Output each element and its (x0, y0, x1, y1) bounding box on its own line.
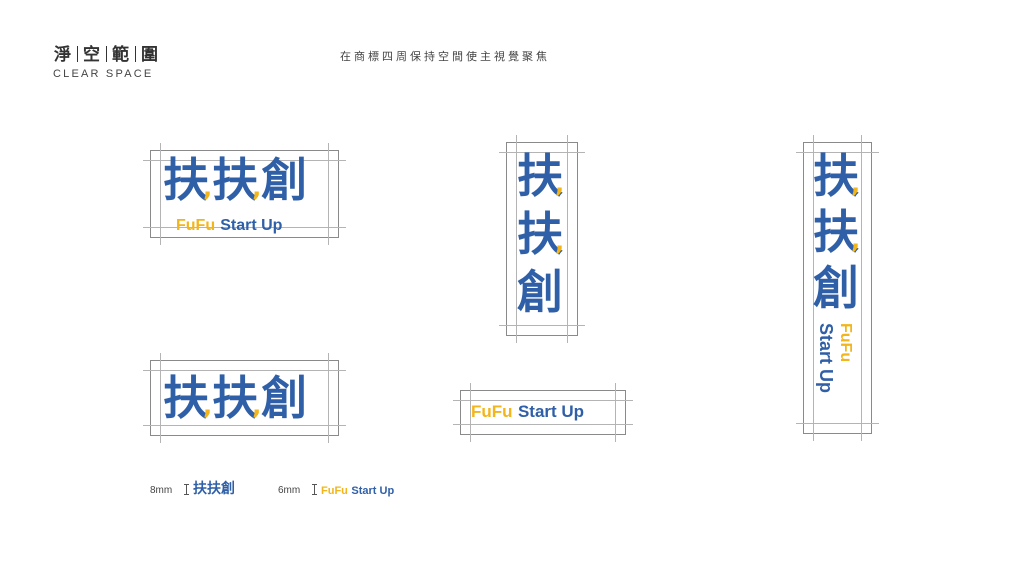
guide-line (143, 227, 346, 228)
guide-line (470, 383, 471, 442)
logo-start-up: Start Up (517, 402, 585, 421)
logo-chinese-vertical: 扶, 扶, 創 (517, 153, 564, 315)
logo-english: FuFu Start Up (471, 402, 584, 422)
logo-comma: , (555, 228, 565, 256)
logo-char-fu: 扶 (163, 371, 209, 425)
logo-comma: , (252, 174, 262, 202)
size-indicator-icon (312, 484, 317, 495)
logo-english: FuFu Start Up (176, 215, 282, 235)
page-subtitle: 在商標四周保持空間使主視覺聚焦 (340, 50, 550, 63)
guide-line (453, 400, 633, 401)
guide-line (143, 370, 346, 371)
logo-comma: , (252, 392, 262, 420)
min-size-logo-en: FuFu Start Up (321, 484, 394, 497)
guide-line (160, 353, 161, 443)
min-size-fufu: FuFu (321, 485, 348, 497)
logo-char-fu: 扶 (212, 371, 259, 425)
min-size-logo-text: 扶扶創 (193, 481, 235, 497)
logo-comma: , (203, 174, 213, 202)
logo-char-chuang: 創 (813, 261, 859, 315)
logo-char-fu: 扶 (517, 207, 563, 261)
logo-comma: , (851, 226, 861, 254)
logo-start-up: Start Up (816, 323, 836, 394)
clear-space-vertical-full: 扶, 扶, 創 FuFu Start Up (796, 135, 879, 441)
guide-line (160, 143, 161, 245)
title-char: 淨 (54, 45, 72, 65)
logo-chinese: 扶,扶,創 (163, 371, 307, 425)
guide-line (567, 135, 568, 343)
title-divider (135, 46, 136, 62)
min-size-label-cn: 8mm (150, 485, 173, 496)
logo-fufu: FuFu (471, 402, 513, 421)
guide-line (796, 423, 879, 424)
guide-line (328, 143, 329, 245)
logo-comma: , (555, 170, 565, 198)
min-size-start-up: Start Up (351, 485, 395, 497)
min-size-logo-cn: 扶扶創 (193, 481, 235, 497)
logo-char-fu: 扶 (517, 149, 563, 203)
guide-line (813, 135, 814, 441)
guide-line (499, 325, 585, 326)
guide-line (615, 383, 616, 442)
logo-start-up: Start Up (220, 217, 283, 234)
page-title-en: CLEAR SPACE (53, 68, 154, 80)
size-indicator-icon (184, 484, 189, 495)
logo-fufu: FuFu (837, 323, 854, 363)
min-size-label-en: 6mm (278, 485, 301, 496)
title-char: 空 (83, 45, 101, 65)
guide-line (861, 135, 862, 441)
guide-line (499, 152, 585, 153)
logo-char-fu: 扶 (212, 153, 259, 207)
guide-line (453, 424, 633, 425)
clear-space-horizontal-chinese: 扶,扶,創 (143, 353, 346, 443)
logo-char-fu: 扶 (163, 153, 209, 207)
clear-space-english: FuFu Start Up (453, 383, 633, 442)
logo-char-chuang: 創 (517, 265, 563, 319)
title-divider (106, 46, 107, 62)
guide-line (328, 353, 329, 443)
page-title: 淨空範圍 (54, 40, 159, 65)
logo-chinese: 扶,扶,創 (163, 153, 307, 207)
title-char: 範 (112, 45, 130, 65)
logo-char-chuang: 創 (261, 371, 308, 425)
logo-comma: , (851, 170, 861, 198)
title-divider (77, 46, 78, 62)
logo-comma: , (203, 392, 213, 420)
logo-chinese-vertical: 扶, 扶, 創 (813, 153, 860, 311)
clear-space-vertical-chinese: 扶, 扶, 創 (499, 135, 585, 343)
logo-char-fu: 扶 (813, 149, 859, 203)
logo-char-fu: 扶 (813, 205, 859, 259)
logo-english-vertical: FuFu Start Up (816, 323, 856, 423)
clear-space-horizontal-full: 扶,扶,創 FuFu Start Up (143, 143, 346, 245)
guide-line (143, 425, 346, 426)
guide-line (796, 152, 879, 153)
title-char: 圍 (141, 45, 159, 65)
guide-line (516, 135, 517, 343)
logo-char-chuang: 創 (261, 153, 308, 207)
logo-fufu: FuFu (176, 217, 216, 234)
guide-line (143, 160, 346, 161)
